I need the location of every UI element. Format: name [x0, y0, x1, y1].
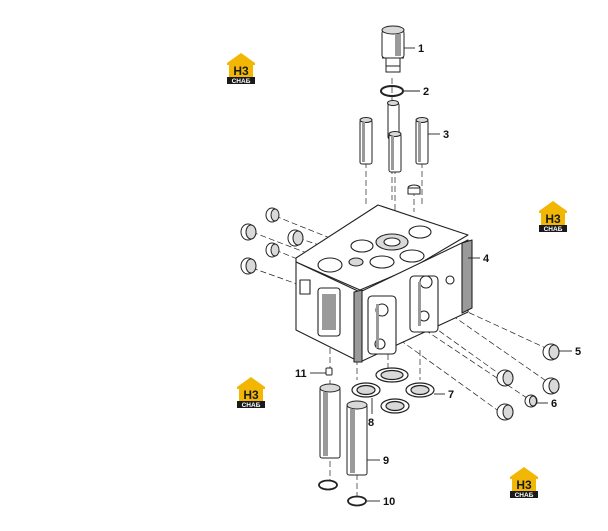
- part-cylinder-head: [295, 204, 473, 363]
- callout-1: 1: [418, 43, 424, 55]
- part-ring-8: [351, 382, 381, 398]
- watermark-logo: [539, 201, 567, 233]
- callout-6: 6: [551, 398, 557, 410]
- part-right-plugs: [496, 343, 560, 421]
- watermark-logo: [227, 53, 255, 85]
- callout-10: 10: [383, 496, 395, 508]
- callout-11: 11: [295, 368, 307, 380]
- part-valve-guides: [359, 100, 429, 195]
- leader-lines: [310, 47, 572, 502]
- callout-5: 5: [575, 346, 581, 358]
- part-injector-sleeve: [381, 25, 405, 73]
- part-pin: [325, 367, 333, 376]
- part-tubes: [319, 383, 368, 476]
- callout-8: 8: [368, 417, 374, 429]
- part-o-rings-bottom: [318, 479, 367, 507]
- callout-9: 9: [383, 455, 389, 467]
- part-left-plugs: [240, 207, 304, 275]
- part-small-plug: [524, 394, 538, 408]
- watermark-logo: [237, 377, 265, 409]
- watermark-logo: [510, 467, 538, 499]
- callout-3: 3: [443, 129, 449, 141]
- callout-2: 2: [423, 86, 429, 98]
- part-seat-rings: [375, 367, 435, 414]
- callout-4: 4: [483, 253, 490, 265]
- callout-7: 7: [448, 389, 454, 401]
